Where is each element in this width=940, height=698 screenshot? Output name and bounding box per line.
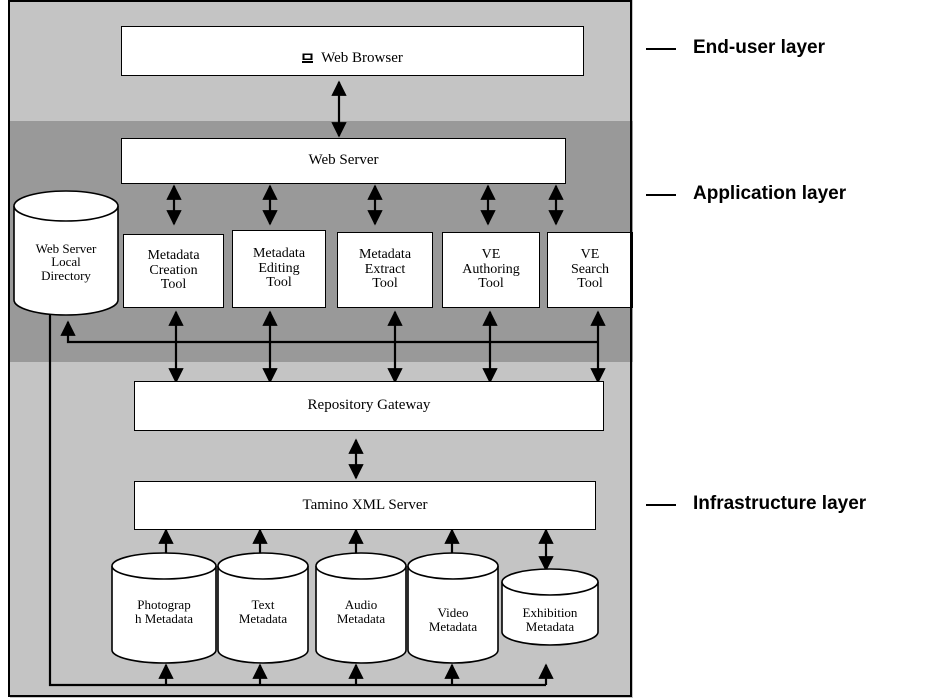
web-server-label: Web Server <box>308 152 379 169</box>
store-label-3: Audio Metadata <box>336 597 386 626</box>
tool-box-5: VE Search Tool <box>547 232 633 308</box>
tamino-xml-server-box: Tamino XML Server <box>134 481 596 530</box>
tool-box-3: Metadata Extract Tool <box>337 232 433 308</box>
tool-box-1: Metadata Creation Tool <box>123 234 224 308</box>
infrastructure-tick <box>646 504 676 506</box>
tamino-xml-server-label: Tamino XML Server <box>302 496 428 513</box>
application-tick <box>646 194 676 196</box>
web-browser-box: Web Browser <box>121 26 584 76</box>
store-label-4: Video Metadata <box>428 605 478 634</box>
store-label-2: Text Metadata <box>238 597 288 626</box>
infrastructure-layer-label: Infrastructure layer <box>693 493 867 514</box>
tool-label-1: Metadata Creation Tool <box>147 247 200 293</box>
local-directory-label: Web Server Local Directory <box>35 240 97 283</box>
tool-label-3: Metadata Extract Tool <box>358 246 412 292</box>
web-browser-label: Web Browser <box>321 50 403 66</box>
tool-label-5: VE Search Tool <box>570 246 610 292</box>
tool-box-2: Metadata Editing Tool <box>232 230 326 308</box>
web-server-box: Web Server <box>121 138 566 184</box>
store-label-1: Photograp h Metadata <box>134 597 194 626</box>
tool-label-4: VE Authoring Tool <box>462 246 520 292</box>
computer-icon <box>302 53 314 63</box>
store-label-5: Exhibition Metadata <box>522 605 578 634</box>
repository-gateway-label: Repository Gateway <box>307 397 431 414</box>
tool-box-4: VE Authoring Tool <box>442 232 540 308</box>
repository-gateway-box: Repository Gateway <box>134 381 604 431</box>
application-layer-label: Application layer <box>693 183 847 204</box>
tool-label-2: Metadata Editing Tool <box>252 245 306 291</box>
end-user-layer-label: End-user layer <box>693 37 825 58</box>
end-user-tick <box>646 48 676 50</box>
